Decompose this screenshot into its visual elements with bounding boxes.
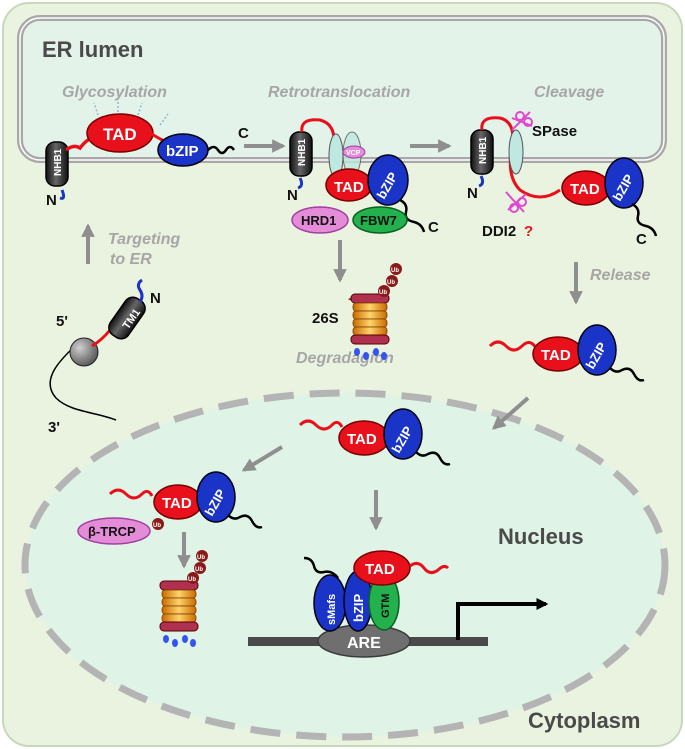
spase-scissors-icon xyxy=(511,111,533,131)
translocon-pore-2 xyxy=(508,129,524,175)
n-terminus-label: N xyxy=(46,192,57,209)
arrow-to-btrcp xyxy=(241,445,284,472)
glycosylated-nrf1: NHB1 TAD bZIP N C xyxy=(45,100,249,209)
nhb1-label-2: NHB1 xyxy=(297,138,308,166)
tad-domain xyxy=(86,113,154,153)
cleavage-label: Cleavage xyxy=(534,84,604,101)
five-prime-label: 5' xyxy=(56,313,68,330)
c-terminus-label-2: C xyxy=(428,219,439,236)
bzip-domain-3 xyxy=(604,157,644,209)
fbw7-label: FBW7 xyxy=(360,213,397,228)
n-terminus-label-4: N xyxy=(150,290,161,307)
tad-label: TAD xyxy=(103,125,137,144)
cytoplasm-label: Cytoplasm xyxy=(528,708,640,733)
nhb1-domain xyxy=(45,141,69,187)
tad-label-5: TAD xyxy=(347,431,377,448)
tad-label-6: TAD xyxy=(162,495,192,512)
degradation-label: Degradagion xyxy=(296,350,394,367)
ub-bead xyxy=(152,518,164,530)
tad-domain-7 xyxy=(353,550,411,586)
bzip-label: bZIP xyxy=(166,143,199,160)
btrcp-label: β-TRCP xyxy=(88,524,136,539)
hrd1-protein xyxy=(291,206,349,234)
tad-label-4: TAD xyxy=(541,347,571,364)
mrna-strand xyxy=(49,344,117,421)
nucleus-compartment xyxy=(21,389,669,741)
bzip-domain-4 xyxy=(577,324,617,376)
proteasome-26s: Ub Ub Ub xyxy=(348,263,402,360)
proteasome-nuclear: Ub Ub Ub xyxy=(159,550,208,647)
tad-label-3: TAD xyxy=(570,181,600,198)
glycan-chains xyxy=(93,100,169,126)
glycosylation-label: Glycosylation xyxy=(62,84,167,101)
bzip-domain-5 xyxy=(383,408,423,460)
ubiquitin-chain-2: Ub Ub Ub xyxy=(187,550,208,584)
ub-label-5: Ub xyxy=(188,577,196,583)
btrcp-protein xyxy=(77,517,151,545)
hrd1-label: HRD1 xyxy=(301,213,336,228)
c-terminus-label: C xyxy=(238,125,249,142)
released-nrf1: TAD bZIP xyxy=(488,324,645,382)
c-terminus-label-3: C xyxy=(636,231,647,248)
nhb1-label-3: NHB1 xyxy=(478,136,489,164)
er-lumen-label: ER lumen xyxy=(42,37,143,62)
smafs-label: sMafs xyxy=(326,594,338,625)
nucleus-label: Nucleus xyxy=(498,524,584,549)
tad-label-2: TAD xyxy=(334,179,364,196)
ub-label-1: Ub xyxy=(379,290,387,296)
proteasome-26s-label: 26S xyxy=(312,310,339,327)
cleaved-nrf1: NHB1 N SPase DDI2 ? TAD bZIP C xyxy=(467,111,658,248)
vcp-label: VCP xyxy=(346,150,361,157)
fbw7-protein xyxy=(352,206,408,234)
bzip-domain-2 xyxy=(367,154,409,206)
tad-label-7: TAD xyxy=(365,561,395,578)
vcp-protein xyxy=(342,145,366,159)
three-prime-label: 3' xyxy=(48,419,60,436)
gtm-label: GTM xyxy=(380,594,392,618)
are-label: ARE xyxy=(347,635,381,652)
retrotranslocating-nrf1: NHB1 N VCP TAD bZIP C HRD1 FBW7 xyxy=(287,118,439,236)
ddi2-question-mark: ? xyxy=(524,223,533,240)
arrow-to-nucleus xyxy=(491,396,530,430)
ub-label-7: Ub xyxy=(197,555,205,561)
are-transcription-complex: ARE sMafs bZIP GTM TAD xyxy=(248,550,549,658)
ribosome-translation: TM1 N 5' 3' xyxy=(48,278,161,436)
bzip-label-7: bZIP xyxy=(351,594,366,622)
targeting-label-line1: Targeting xyxy=(108,231,181,248)
spase-label: SPase xyxy=(532,123,577,140)
ribosome xyxy=(69,337,99,367)
transcription-start-arrow xyxy=(456,598,549,640)
ddi2-scissors-icon xyxy=(505,191,527,213)
nuclear-nrf1: TAD bZIP xyxy=(298,408,451,466)
btrcp-bound-nrf1: TAD bZIP β-TRCP Ub xyxy=(77,471,263,545)
ub-label-2: Ub xyxy=(387,280,395,286)
ub-label-6: Ub xyxy=(195,567,203,573)
targeting-label-line2: to ER xyxy=(110,251,152,268)
bzip-domain-6 xyxy=(196,471,236,523)
ubiquitin-chain: Ub Ub Ub xyxy=(378,263,402,297)
release-label: Release xyxy=(590,267,651,284)
retrotranslocation-label: Retrotranslocation xyxy=(268,84,410,101)
ddi2-label: DDI2 xyxy=(482,223,516,240)
nhb1-label: NHB1 xyxy=(53,148,64,176)
ub-label-3: Ub xyxy=(391,268,399,274)
n-terminus-label-3: N xyxy=(467,185,478,202)
ub-label-4: Ub xyxy=(153,523,161,529)
n-terminus-label-2: N xyxy=(287,187,298,204)
